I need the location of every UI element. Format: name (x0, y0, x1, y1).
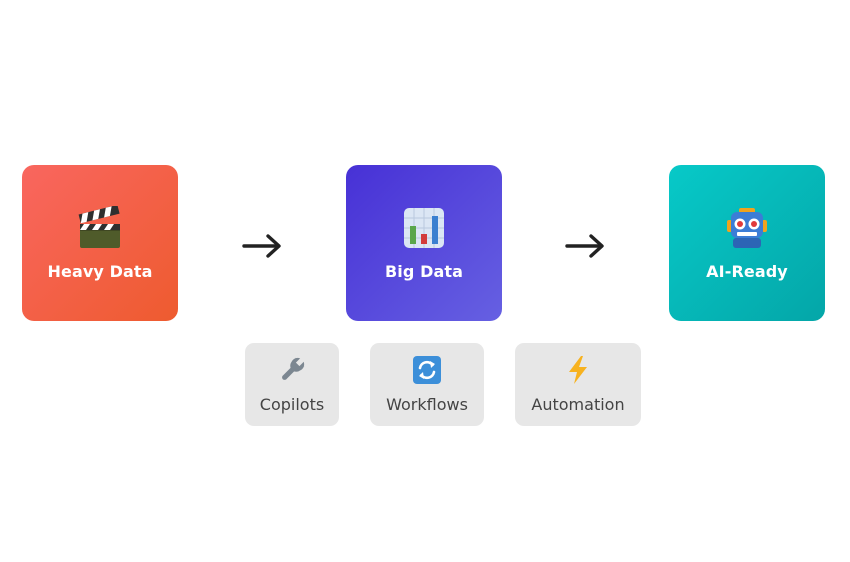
clapperboard-icon (78, 205, 122, 250)
bar-chart-icon (402, 206, 446, 250)
feature-chip-copilots: Copilots (245, 343, 339, 426)
stage-card-ai-ready: AI-Ready (669, 165, 825, 321)
feature-chip-workflows: Workflows (370, 343, 484, 426)
robot-icon (725, 206, 769, 250)
lightning-icon (563, 355, 593, 385)
stage-label: AI-Ready (706, 261, 788, 281)
feature-label: Workflows (386, 395, 468, 414)
stage-label: Big Data (384, 261, 464, 281)
right-arrow-icon (240, 228, 284, 264)
stage-card-heavy-data: Heavy Data (22, 165, 178, 321)
feature-chip-automation: Automation (515, 343, 641, 426)
wrench-icon (277, 355, 307, 385)
feature-label: Copilots (259, 395, 325, 414)
stage-label: Heavy Data (47, 261, 153, 281)
stage-card-big-data: Big Data (346, 165, 502, 321)
refresh-icon (412, 355, 442, 385)
feature-label: Automation (531, 395, 625, 414)
right-arrow-icon (563, 228, 607, 264)
